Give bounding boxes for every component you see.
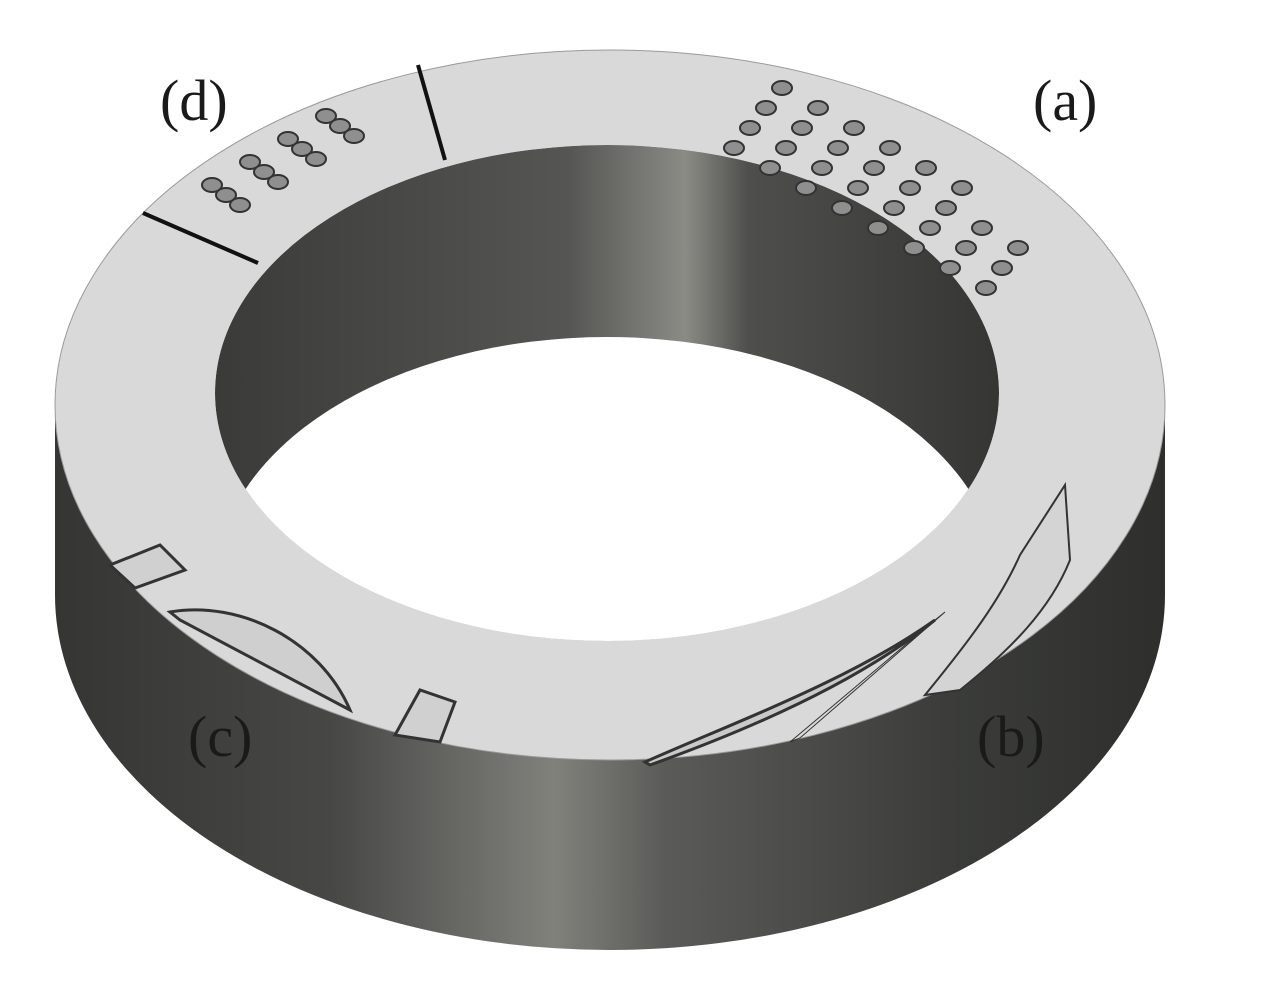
hole: [253, 164, 275, 180]
hole: [755, 100, 777, 116]
hole: [899, 180, 921, 196]
hole: [843, 120, 865, 136]
hole: [847, 180, 869, 196]
hole: [863, 160, 885, 176]
hole: [791, 120, 813, 136]
hole: [305, 151, 327, 167]
hole: [951, 180, 973, 196]
label-a: (a): [1033, 68, 1098, 133]
hole: [807, 100, 829, 116]
section-c-features: [107, 543, 457, 744]
inner-bore: [215, 145, 999, 641]
hole: [939, 260, 961, 276]
hole: [775, 140, 797, 156]
hole: [771, 80, 793, 96]
hole: [1007, 240, 1029, 256]
hole: [827, 140, 849, 156]
hole: [759, 160, 781, 176]
hole: [343, 128, 365, 144]
section-d-hole-array: [201, 108, 365, 213]
label-c: (c): [188, 704, 253, 769]
hole: [239, 154, 261, 170]
hole: [971, 220, 993, 236]
hole: [991, 260, 1013, 276]
hole: [329, 118, 351, 134]
hole: [315, 108, 337, 124]
hole: [795, 180, 817, 196]
hole: [201, 177, 223, 193]
hole: [277, 131, 299, 147]
hole: [739, 120, 761, 136]
label-d: (d): [160, 68, 228, 133]
section-b-grooves: [641, 481, 1072, 767]
hole: [903, 240, 925, 256]
hole: [879, 140, 901, 156]
hole: [915, 160, 937, 176]
hole: [867, 220, 889, 236]
hole: [955, 240, 977, 256]
hole: [723, 140, 745, 156]
hole: [215, 187, 237, 203]
hole: [935, 200, 957, 216]
hole: [811, 160, 833, 176]
hole: [229, 197, 251, 213]
hole: [919, 220, 941, 236]
divider-line-ad: [416, 64, 447, 161]
hole: [267, 174, 289, 190]
section-a-hole-array: [723, 80, 1029, 296]
outer-side-wall: [55, 405, 1165, 950]
divider-line-dc: [142, 211, 259, 265]
bore-opening: [215, 337, 999, 641]
label-b: (b): [977, 704, 1045, 769]
hole: [975, 280, 997, 296]
hole: [291, 141, 313, 157]
hole: [831, 200, 853, 216]
hole: [883, 200, 905, 216]
